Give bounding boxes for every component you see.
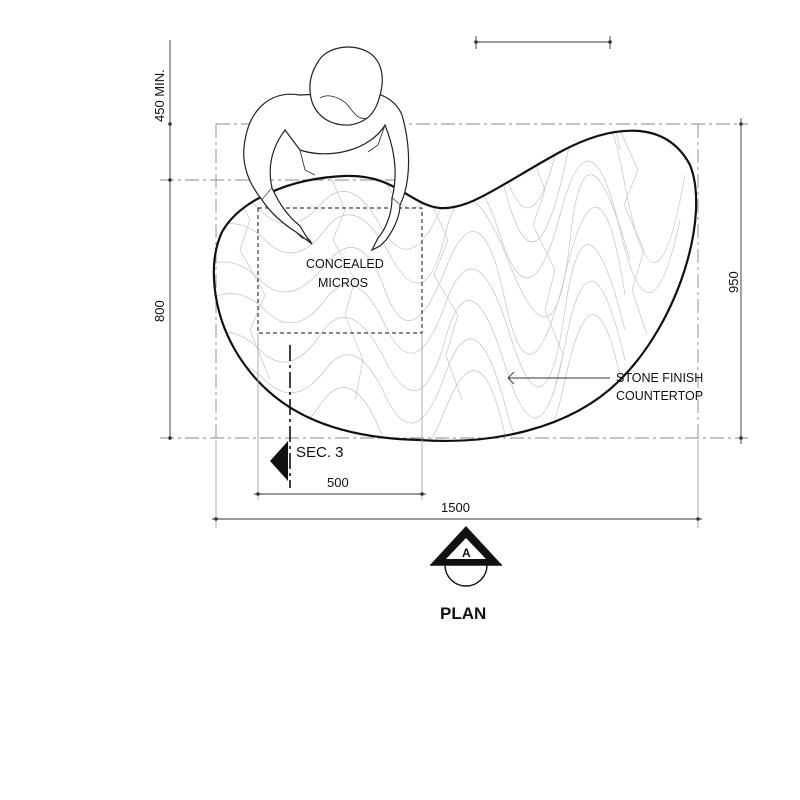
concealed-micros-zone	[257, 207, 423, 334]
section-cut-arrow-icon	[270, 441, 288, 481]
clearance-dimension	[168, 40, 172, 182]
section-marker	[430, 526, 502, 587]
section-marker-letter: A	[462, 546, 471, 560]
overall-depth-dimension	[739, 118, 743, 444]
stone-finish-label-line2: COUNTERTOP	[616, 389, 703, 403]
overall-width-dimension	[212, 440, 702, 528]
concealed-micros-label-line2: MICROS	[318, 276, 368, 290]
person-figure	[243, 46, 410, 252]
section-cut-line	[270, 345, 291, 488]
clearance-dimension-label: 450 MIN.	[152, 69, 167, 122]
countertop-outline	[212, 129, 698, 442]
micros-width-dimension-label: 500	[327, 475, 349, 490]
stone-finish-leader	[507, 371, 610, 385]
plan-title: PLAN	[440, 604, 486, 623]
stone-finish-label-line1: STONE FINISH	[616, 371, 703, 385]
depth-dimension	[168, 180, 172, 440]
concealed-micros-label-line1: CONCEALED	[306, 257, 384, 271]
micros-width-dimension	[254, 492, 426, 496]
overall-width-dimension-label: 1500	[441, 500, 470, 515]
overall-depth-dimension-label: 950	[726, 271, 741, 293]
section-cut-label: SEC. 3	[296, 444, 344, 461]
depth-dimension-label: 800	[152, 300, 167, 322]
leader-arrow-icon	[507, 371, 515, 385]
top-reference-dimension	[474, 36, 612, 49]
